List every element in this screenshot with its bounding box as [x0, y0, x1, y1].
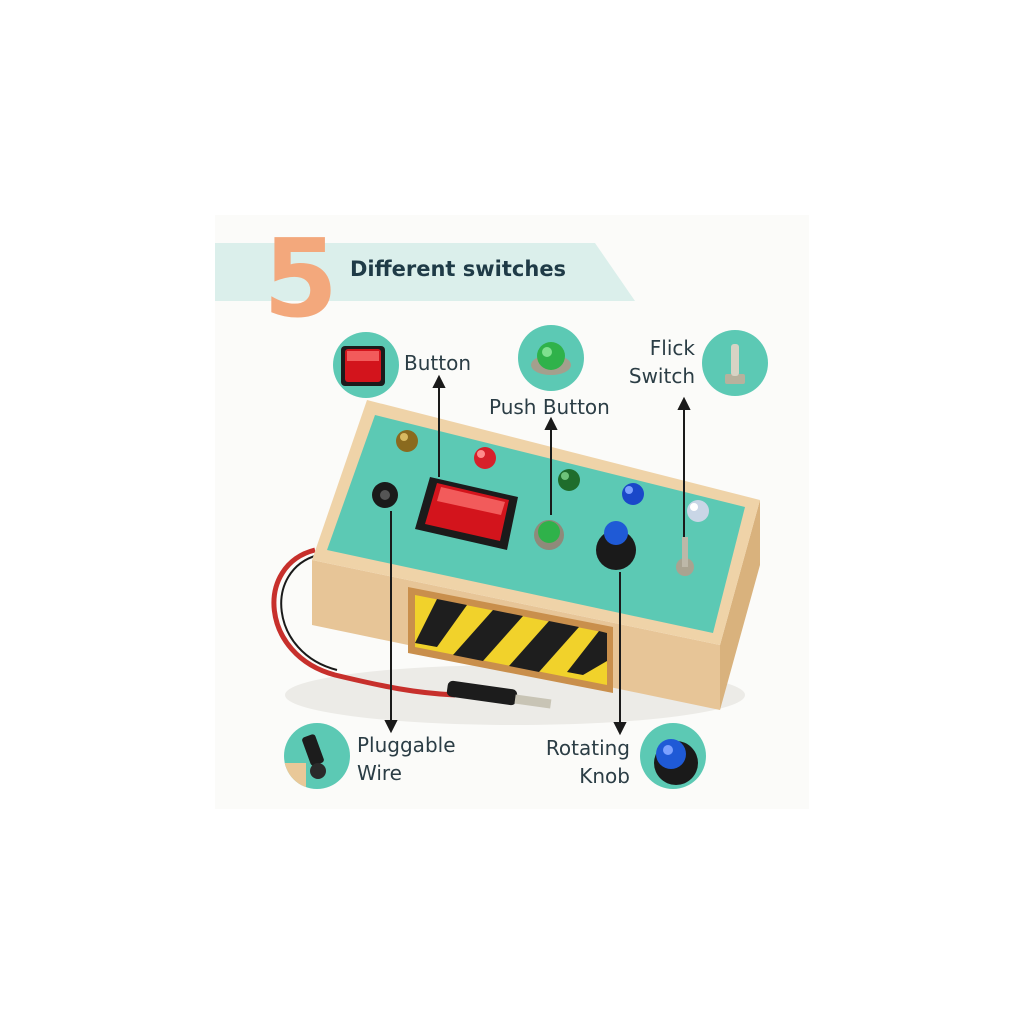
flick-switch-closeup-bubble [702, 330, 768, 396]
busy-board-illustration [271, 374, 760, 736]
label-knob-line1: Rotating [545, 736, 630, 760]
plug-icon [284, 734, 326, 789]
label-rotating-knob: Rotating Knob [533, 734, 630, 790]
wire-closeup-bubble [284, 723, 350, 789]
title-banner [215, 243, 635, 301]
label-wire-line1: Pluggable [357, 733, 456, 757]
label-knob-line2: Knob [579, 764, 630, 788]
label-flick-line1: Flick [649, 336, 695, 360]
rotary-knob-icon [654, 739, 698, 785]
label-wire-line2: Wire [357, 761, 402, 785]
product-card: 5 Different switches [215, 215, 809, 809]
push-button-closeup-bubble [518, 325, 584, 391]
page-title: Different switches [350, 257, 567, 281]
label-button: Button [404, 351, 471, 375]
big-number: 5 [263, 217, 339, 342]
rocker-switch-icon [341, 346, 385, 386]
label-push-button: Push Button [489, 395, 610, 419]
toggle-switch-icon [725, 344, 745, 384]
knob-closeup-bubble [640, 723, 706, 789]
button-closeup-bubble [333, 332, 399, 398]
push-button-icon [531, 342, 571, 375]
label-flick-line2: Switch [628, 364, 695, 388]
label-flick-switch: Flick Switch [615, 334, 695, 390]
label-pluggable-wire: Pluggable Wire [357, 731, 456, 787]
